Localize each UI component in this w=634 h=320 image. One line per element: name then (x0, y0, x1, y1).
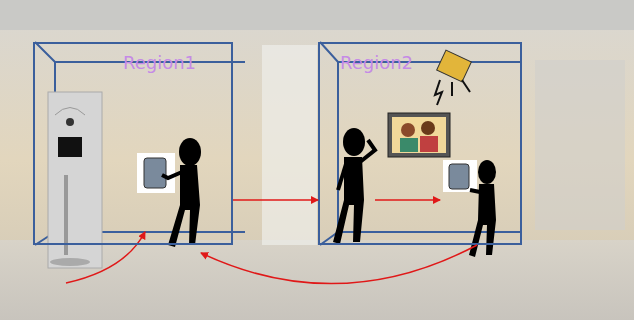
person-figure (333, 128, 375, 244)
region-label: Region2 (340, 52, 413, 73)
kiosk (48, 92, 102, 268)
window (535, 60, 625, 230)
region-box: Region2 (318, 42, 522, 245)
handheld-device (443, 160, 477, 192)
television (388, 113, 450, 157)
region-label: Region1 (123, 52, 196, 73)
movement-arrow (233, 199, 318, 201)
region-wireframe (35, 42, 522, 245)
wireless-access-point (435, 50, 471, 105)
doorway (262, 45, 317, 245)
region-box: Region1 (33, 42, 233, 245)
movement-arrow (66, 200, 440, 283)
person-figure (162, 138, 201, 247)
handheld-device (137, 153, 175, 193)
person-figure (469, 160, 496, 257)
ceiling (0, 0, 634, 30)
movement-arrow (201, 245, 477, 284)
